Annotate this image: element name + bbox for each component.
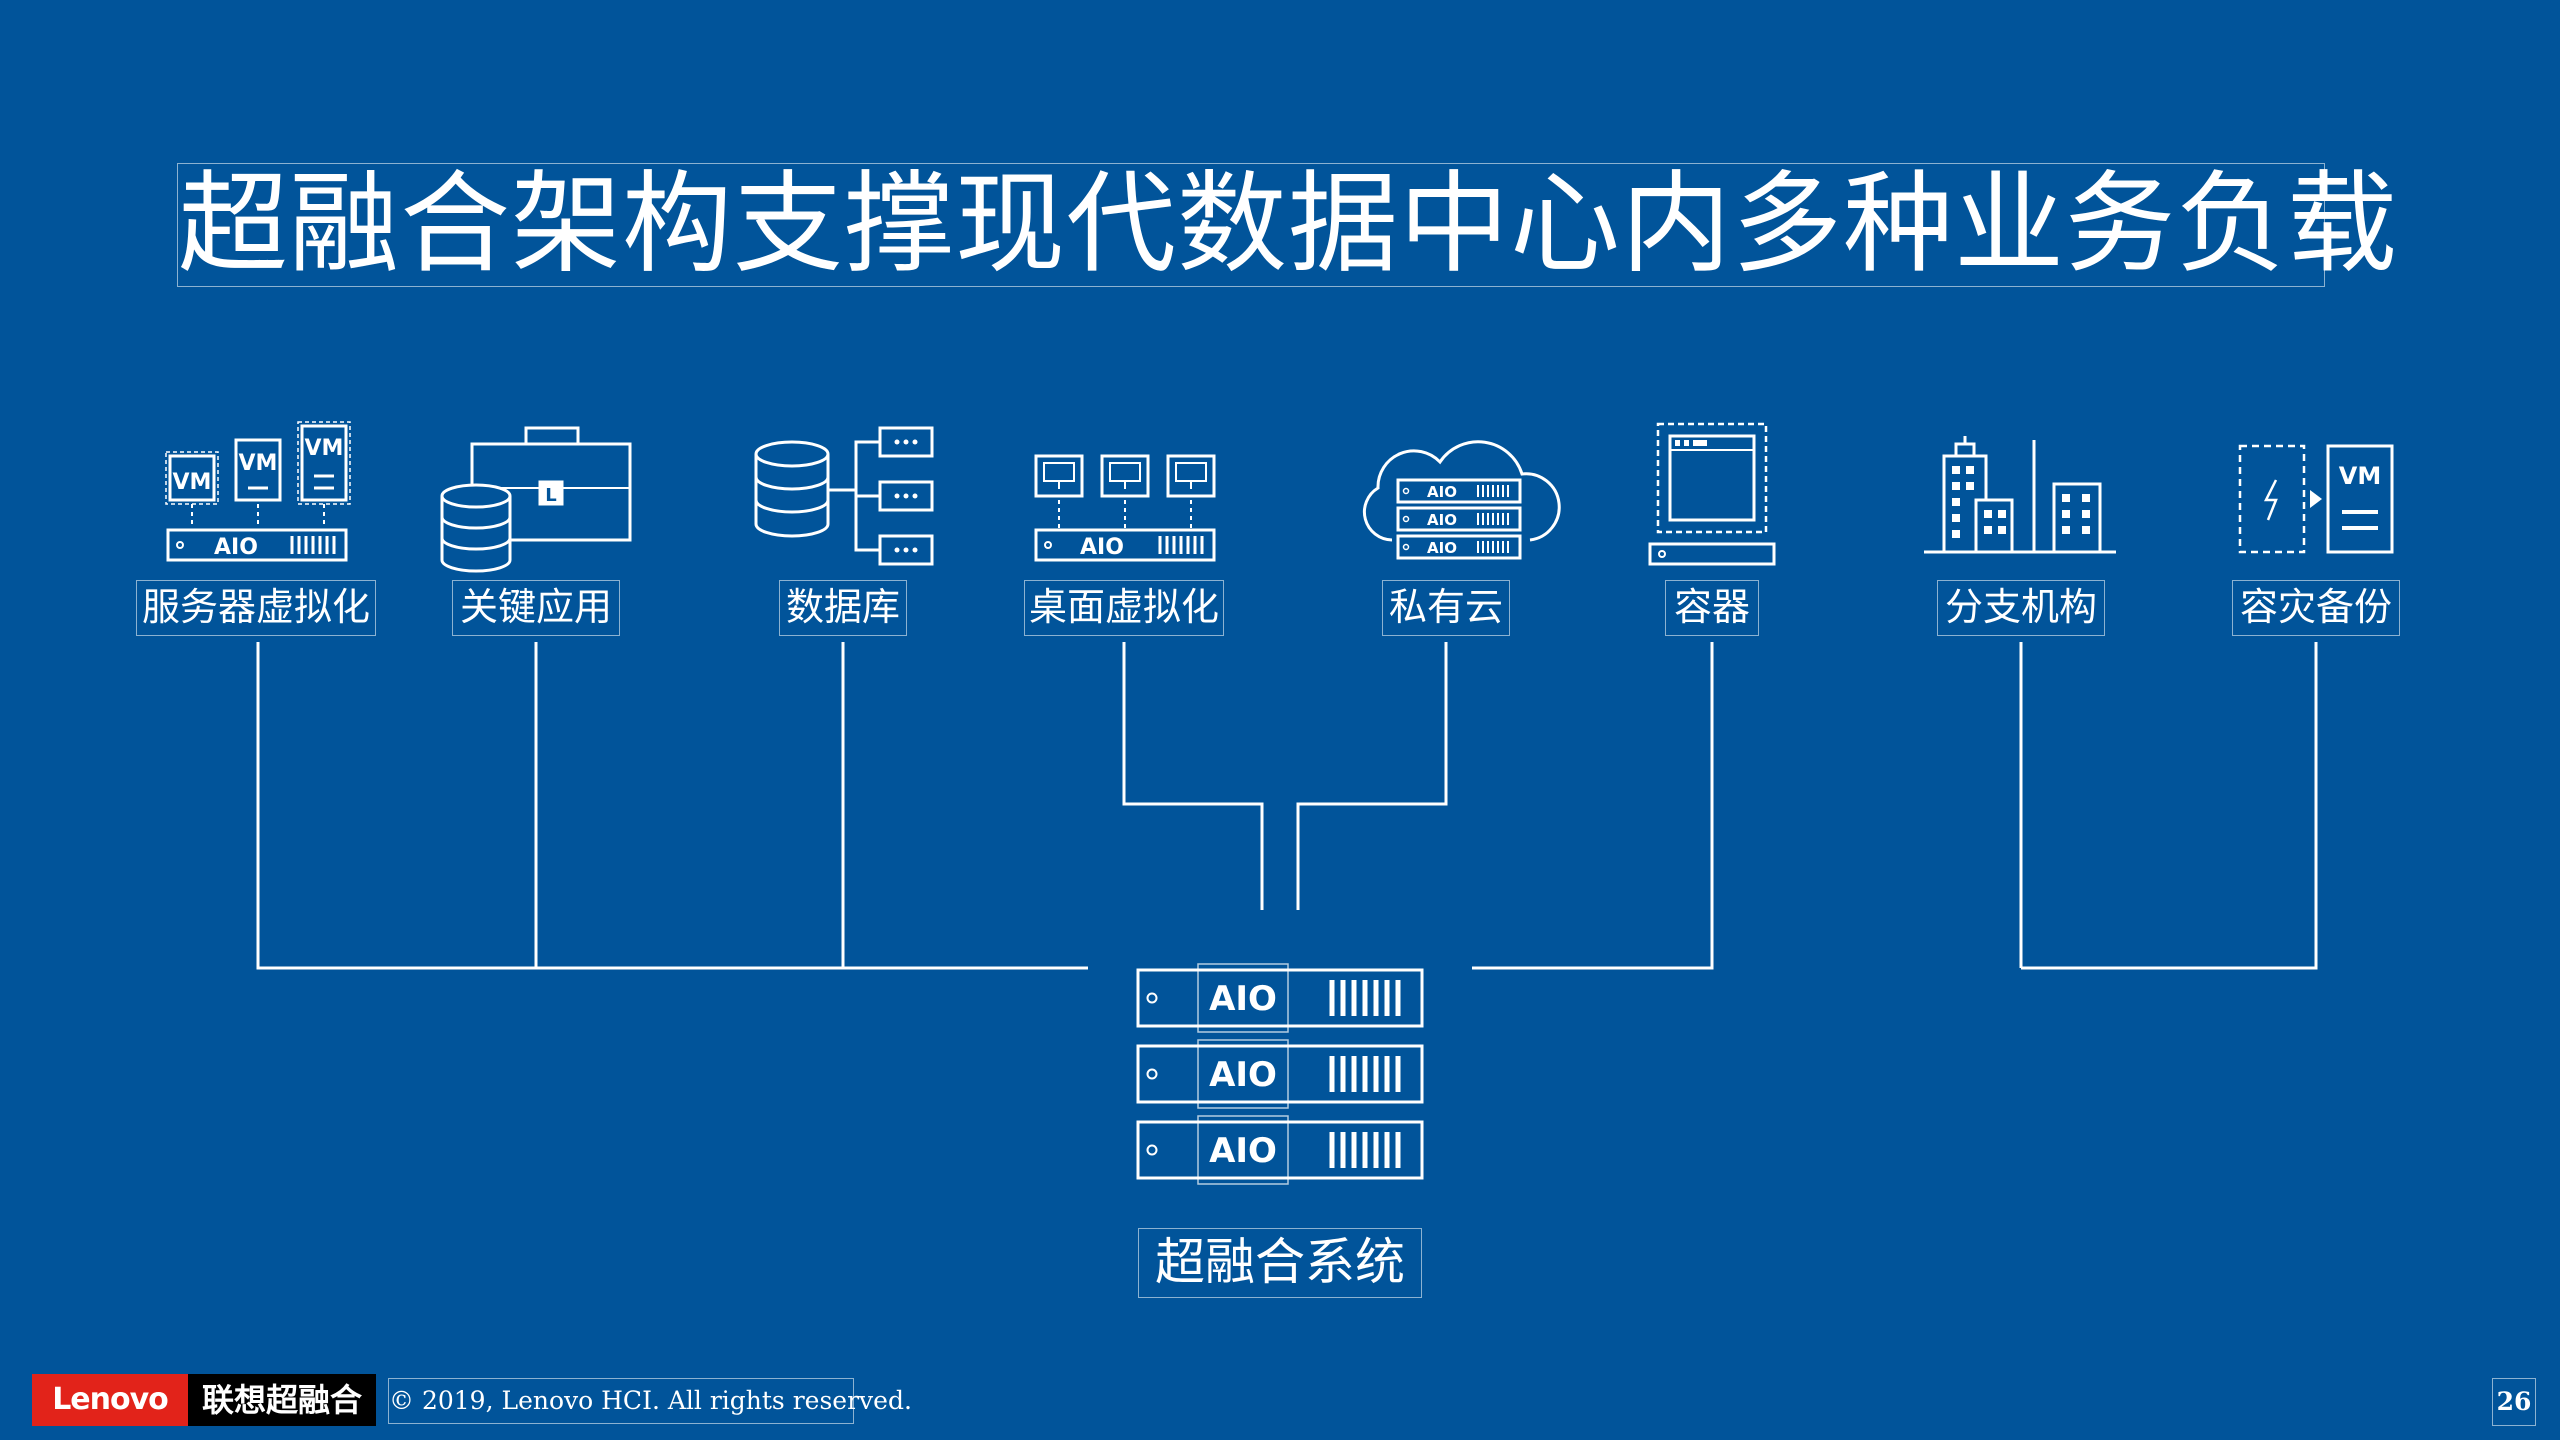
svg-text:AIO: AIO [1209, 1131, 1277, 1171]
server-virtualization-icon: VM VM VM AIO [165, 421, 351, 562]
lenovo-hci-logo: 联想超融合 [188, 1374, 376, 1426]
svg-text:AIO: AIO [1427, 539, 1457, 557]
svg-text:AIO: AIO [1427, 511, 1457, 529]
connector-dr-backup [2021, 642, 2318, 970]
label-database: 数据库 [779, 580, 907, 636]
branch-buildings-icon [1924, 436, 2116, 554]
copyright-notice: © 2019, Lenovo HCI. All rights reserved. [388, 1378, 912, 1424]
svg-text:VM: VM [2339, 462, 2381, 490]
label-server-virtualization: 服务器虚拟化 [136, 580, 376, 636]
disaster-recovery-icon: VM [2238, 444, 2394, 554]
label-branch: 分支机构 [1937, 580, 2105, 636]
label-desktop-virtualization: 桌面虚拟化 [1024, 580, 1224, 636]
svg-text:AIO: AIO [214, 535, 258, 560]
desktop-virtualization-icon: AIO [1034, 454, 1216, 562]
connector-private-cloud [1296, 642, 1448, 910]
private-cloud-icon: AIO AIO AIO [1362, 440, 1561, 560]
container-icon [1648, 422, 1776, 566]
aio-node: AIO [1136, 963, 1424, 1033]
connector-server-virt [256, 642, 1088, 970]
label-container: 容器 [1665, 580, 1759, 636]
svg-text:AIO: AIO [1080, 535, 1124, 560]
hci-system-nodes: AIO AIO AIO [1136, 963, 1424, 1185]
hci-system-label: 超融合系统 [1138, 1228, 1422, 1298]
svg-text:VM: VM [239, 451, 278, 476]
label-disaster-recovery: 容灾备份 [2232, 580, 2400, 636]
label-private-cloud: 私有云 [1382, 580, 1510, 636]
svg-text:L: L [545, 485, 556, 506]
svg-text:VM: VM [305, 436, 344, 461]
briefcase-database-icon: L [440, 426, 632, 573]
svg-text:VM: VM [173, 470, 212, 495]
page-title: 超融合架构支撑现代数据中心内多种业务负载 [177, 160, 2398, 288]
page-number: 26 [2492, 1378, 2536, 1426]
aio-node: AIO [1136, 1115, 1424, 1185]
svg-text:AIO: AIO [1209, 1055, 1277, 1095]
connector-desktop-virt [1122, 642, 1264, 910]
label-key-application: 关键应用 [452, 580, 620, 636]
connector-container [1472, 642, 1714, 970]
svg-text:AIO: AIO [1427, 483, 1457, 501]
database-icon [754, 426, 934, 566]
aio-node: AIO [1136, 1039, 1424, 1109]
connector-lines [256, 642, 2318, 970]
lenovo-logo: Lenovo [32, 1374, 188, 1426]
svg-text:AIO: AIO [1209, 979, 1277, 1019]
